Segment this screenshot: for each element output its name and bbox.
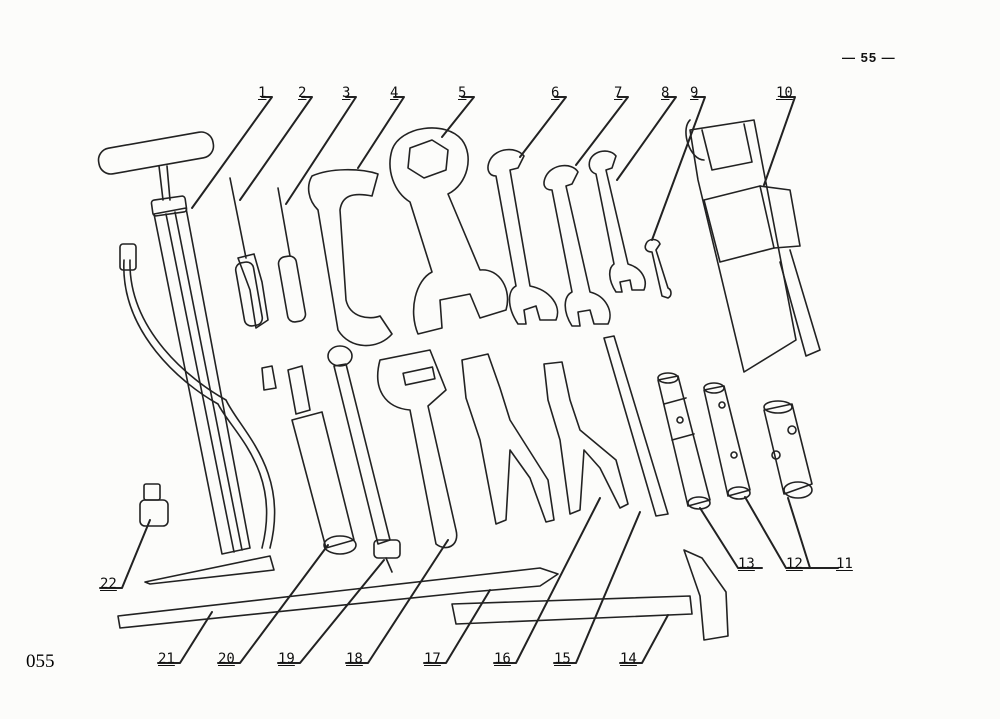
tool-roll-bag-drawing (685, 119, 821, 373)
open-spanner-7-drawing (543, 164, 611, 327)
open-spanner-6-drawing (487, 148, 559, 325)
leader-line-15 (553, 511, 641, 664)
callout-11: 11 (836, 556, 853, 572)
leader-line-3 (285, 96, 357, 205)
leader-line-19 (277, 559, 385, 664)
callout-22: 22 (100, 576, 117, 592)
box-spanner-11-drawing (763, 400, 813, 499)
grease-gun-drawing (327, 345, 401, 573)
tyre-pump-drawing (97, 131, 276, 585)
callout-5: 5 (458, 85, 467, 101)
leader-line-16 (493, 497, 601, 664)
leader-line-13 (699, 507, 763, 569)
callout-12: 12 (786, 556, 803, 572)
callout-6: 6 (551, 85, 560, 101)
callout-19: 19 (278, 651, 295, 667)
screwdriver-large-drawing (229, 177, 269, 329)
callout-13: 13 (738, 556, 755, 572)
leader-line-14 (619, 614, 669, 664)
leader-line-2 (239, 96, 313, 201)
leader-line-4 (357, 96, 405, 169)
callout-10: 10 (776, 85, 793, 101)
adjustable-wrench-drawing (376, 349, 458, 549)
callout-14: 14 (620, 651, 637, 667)
leader-line-6 (519, 96, 567, 158)
hook-spanner-drawing (307, 168, 393, 347)
page-number: — 55 — (842, 50, 896, 65)
large-ring-spanner-drawing (389, 127, 509, 335)
tyre-lever-drawing (117, 567, 559, 629)
leader-line-8 (616, 96, 677, 181)
box-spanner-13-drawing (657, 372, 711, 510)
leader-line-17 (423, 589, 491, 664)
side-cutter-pliers-drawing (543, 361, 629, 515)
combination-pliers-drawing (461, 353, 555, 525)
callout-2: 2 (298, 85, 307, 101)
leader-line-22 (99, 519, 151, 589)
leader-line-1 (191, 96, 273, 209)
leader-line-9 (651, 96, 706, 241)
hammer-drawing (451, 549, 729, 641)
leader-line-12 (744, 496, 811, 569)
file-number: 055 (26, 651, 55, 672)
leader-line-7 (575, 96, 629, 166)
leader-line-5 (441, 96, 475, 138)
leader-line-10 (763, 96, 796, 186)
box-spanner-12-drawing (703, 382, 751, 500)
callout-20: 20 (218, 651, 235, 667)
callout-4: 4 (390, 85, 399, 101)
valve-adaptor-drawing (139, 483, 169, 527)
callout-21: 21 (158, 651, 175, 667)
callout-8: 8 (661, 85, 670, 101)
callout-3: 3 (342, 85, 351, 101)
spark-plug-spanner-drawing (261, 365, 357, 555)
callout-1: 1 (258, 85, 267, 101)
callout-18: 18 (346, 651, 363, 667)
leader-line-20 (217, 544, 329, 664)
leader-line-21 (157, 611, 213, 664)
callout-17: 17 (424, 651, 441, 667)
callout-16: 16 (494, 651, 511, 667)
screwdriver-small-drawing (277, 187, 307, 323)
callout-9: 9 (690, 85, 699, 101)
small-spanner-drawing (644, 238, 672, 299)
tommy-bar-drawing (603, 335, 669, 517)
callout-15: 15 (554, 651, 571, 667)
callout-7: 7 (614, 85, 623, 101)
open-spanner-8-drawing (588, 150, 646, 293)
